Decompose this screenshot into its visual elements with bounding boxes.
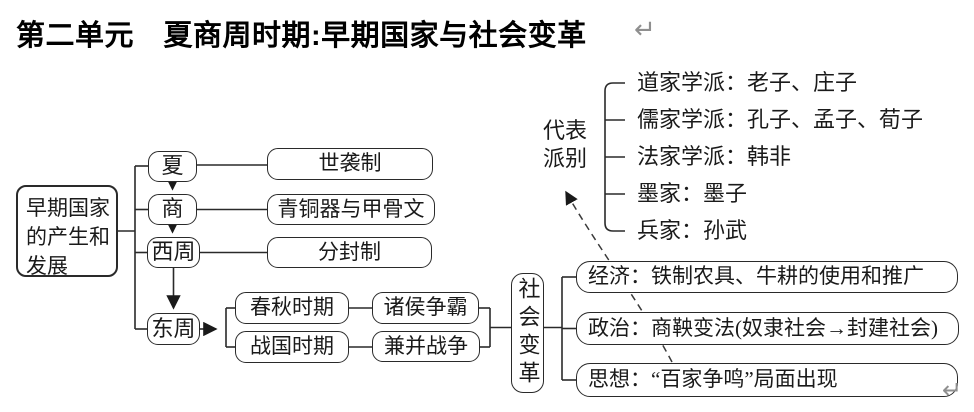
- node-thought: 思想：“百家争鸣”局面出现: [576, 363, 958, 397]
- node-bronze-oracle-label: 青铜器与甲骨文: [277, 196, 425, 221]
- node-warring-states: 战国时期: [235, 331, 349, 363]
- school-item-daoist: 道家学派：老子、庄子: [637, 70, 858, 95]
- node-thought-label: 思想：“百家争鸣”局面出现: [588, 367, 838, 392]
- page-title: 第二单元 夏商周时期:早期国家与社会变革: [16, 20, 587, 52]
- node-economy-label: 经济：铁制农具、牛耕的使用和推广: [588, 264, 924, 289]
- node-enfeoffment: 分封制: [267, 237, 432, 268]
- node-politics: 政治：商鞅变法(奴隶社会→封建社会): [576, 312, 959, 345]
- node-shang-label: 商: [161, 196, 184, 222]
- node-economy: 经济：铁制农具、牛耕的使用和推广: [576, 261, 958, 293]
- schools-group-label: 代表派别: [542, 118, 587, 171]
- node-hegemony-label: 诸侯争霸: [383, 295, 468, 320]
- node-western-zhou-label: 西周: [151, 239, 196, 265]
- node-shang: 商: [148, 194, 197, 225]
- node-early-states-label: 早期国家的产生和发展: [26, 196, 110, 278]
- school-item-military: 兵家：孙武: [637, 218, 748, 243]
- node-annexation-wars: 兼并战争: [372, 331, 480, 362]
- node-social-change-label: 社会变革: [515, 277, 541, 389]
- node-early-states: 早期国家的产生和发展: [16, 185, 118, 278]
- node-eastern-zhou-label: 东周: [151, 315, 196, 341]
- node-spring-autumn-label: 春秋时期: [250, 295, 334, 320]
- node-hegemony: 诸侯争霸: [372, 292, 479, 324]
- node-annexation-wars-label: 兼并战争: [384, 333, 468, 358]
- node-western-zhou: 西周: [147, 237, 200, 268]
- node-politics-label: 政治：商鞅变法(奴隶社会→封建社会): [588, 315, 938, 340]
- school-item-legalist: 法家学派：韩非: [637, 144, 792, 169]
- node-hereditary-system-label: 世袭制: [318, 151, 382, 176]
- school-item-mohist: 墨家：墨子: [637, 181, 748, 206]
- node-xia-label: 夏: [161, 153, 184, 179]
- node-hereditary-system: 世袭制: [267, 148, 433, 180]
- node-eastern-zhou: 东周: [147, 313, 200, 345]
- school-item-confucian: 儒家学派：孔子、孟子、荀子: [637, 107, 924, 132]
- node-spring-autumn: 春秋时期: [235, 292, 349, 324]
- paragraph-mark-icon: ↵: [942, 376, 963, 404]
- node-xia: 夏: [148, 151, 197, 182]
- node-social-change: 社会变革: [511, 273, 544, 393]
- paragraph-mark-icon: ↵: [634, 15, 656, 45]
- node-bronze-oracle: 青铜器与甲骨文: [267, 194, 435, 225]
- node-warring-states-label: 战国时期: [250, 334, 334, 359]
- node-enfeoffment-label: 分封制: [318, 239, 381, 264]
